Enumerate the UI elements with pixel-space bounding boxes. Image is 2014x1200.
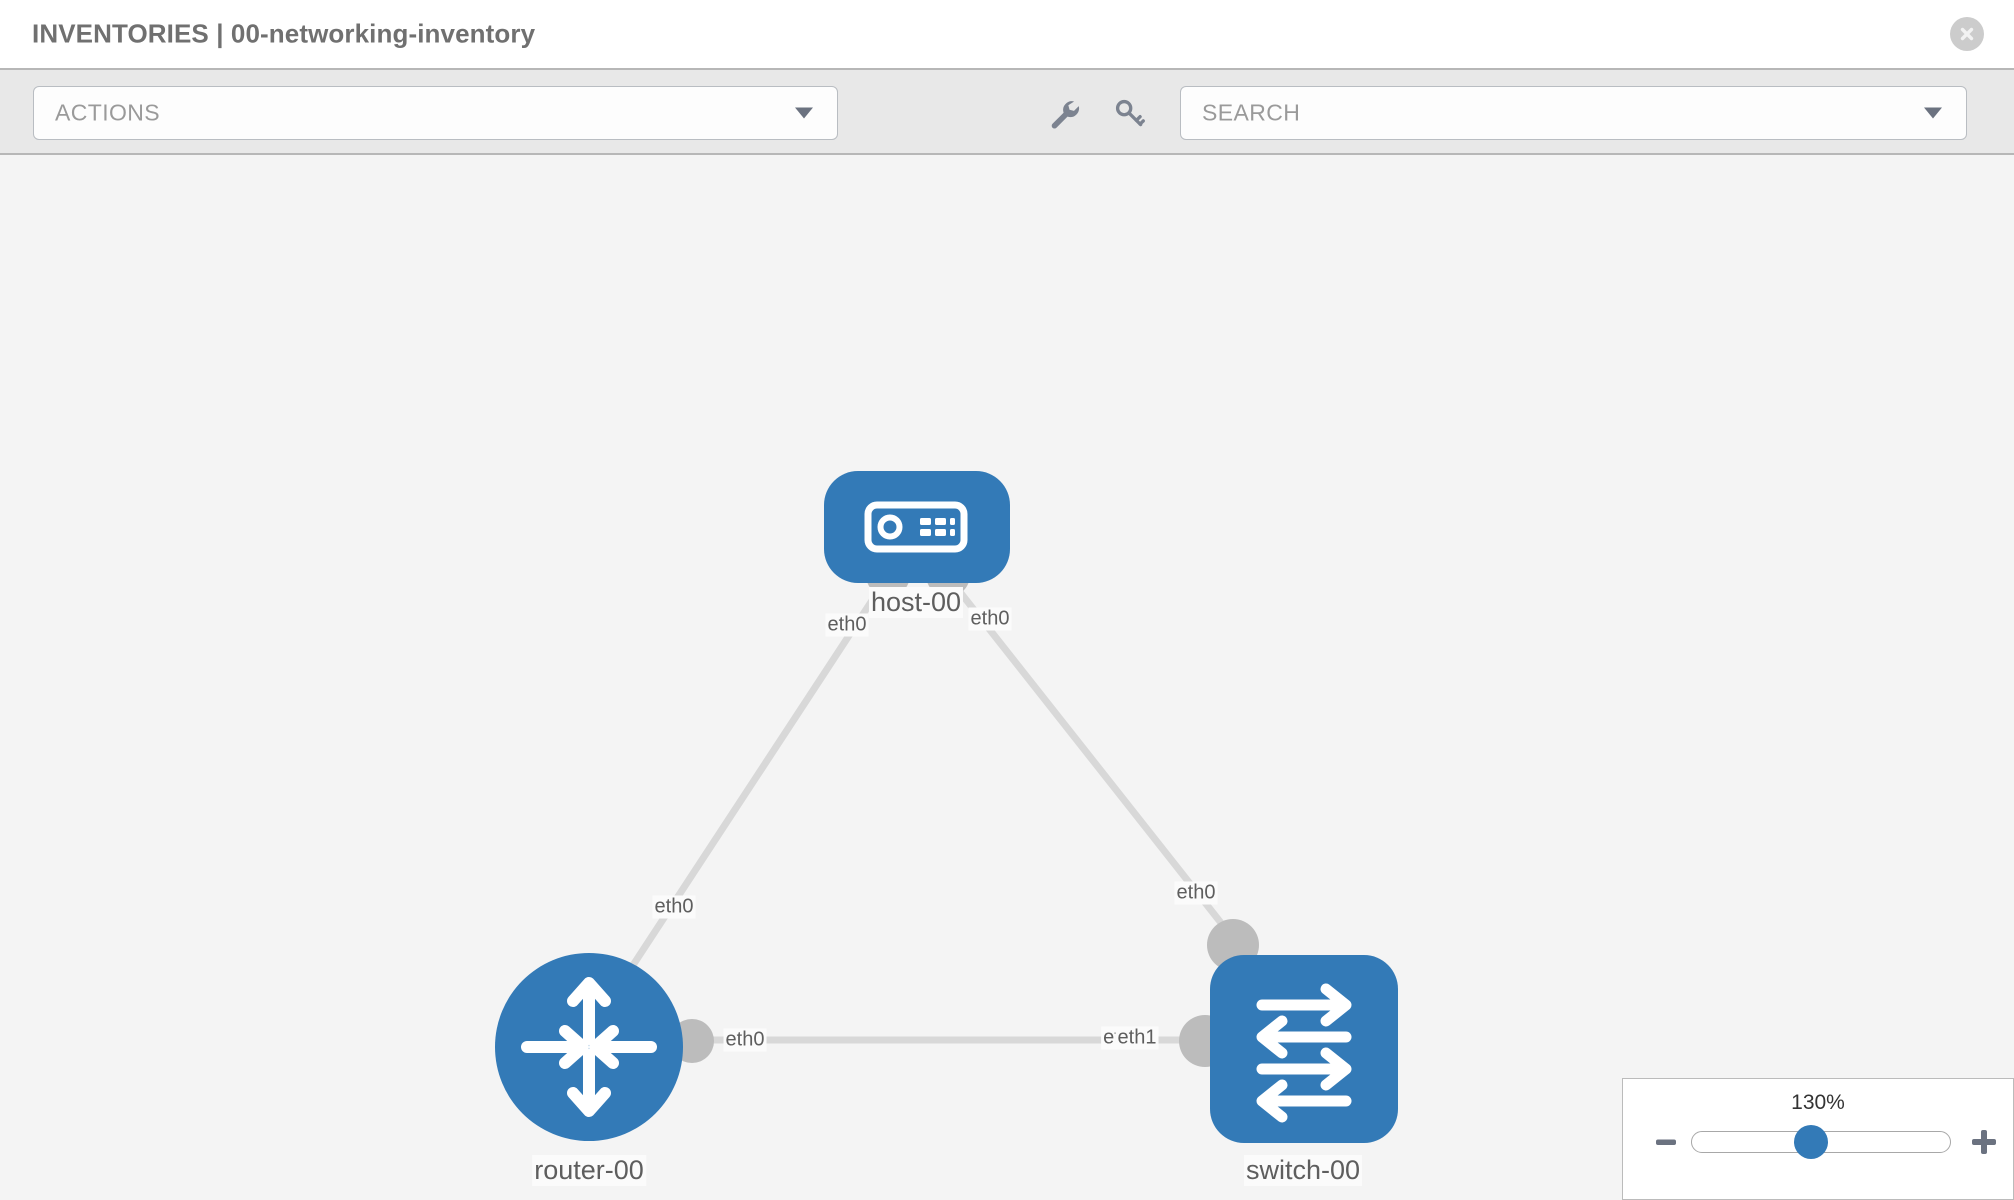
plus-icon[interactable] — [1969, 1127, 1999, 1157]
actions-dropdown-label: ACTIONS — [55, 99, 161, 126]
node-label-switch-00: switch-00 — [1243, 1155, 1363, 1187]
close-icon[interactable] — [1950, 17, 1984, 51]
chevron-down-icon — [795, 107, 813, 119]
key-icon[interactable] — [1110, 94, 1150, 134]
search-input[interactable]: SEARCH — [1180, 86, 1967, 140]
zoom-slider-thumb[interactable] — [1794, 1125, 1828, 1159]
edge-label: eth1 — [1115, 1026, 1159, 1050]
edge-label: eth0 — [652, 895, 696, 919]
node-host-00 — [824, 471, 1010, 583]
edge-host-switch — [942, 570, 1273, 988]
actions-dropdown[interactable]: ACTIONS — [33, 86, 838, 140]
edge-label: eth0 — [968, 607, 1012, 631]
edge-label: eth0 — [825, 613, 869, 637]
edge-label: eth0 — [723, 1028, 767, 1052]
topology-graph — [495, 471, 1398, 1143]
node-label-host-00: host-00 — [868, 587, 964, 619]
node-switch-00 — [1210, 955, 1398, 1143]
zoom-level-value: 130% — [1791, 1091, 1845, 1114]
zoom-control-panel: 130% — [1622, 1078, 2014, 1200]
minus-icon[interactable] — [1651, 1127, 1681, 1157]
search-input-label: SEARCH — [1202, 99, 1301, 126]
node-router-00 — [495, 953, 683, 1141]
topology-edges — [617, 570, 1273, 1044]
chevron-down-icon — [1924, 107, 1942, 119]
toolbar: ACTIONS SEARCH — [0, 70, 2014, 155]
page-title: INVENTORIES | 00-networking-inventory — [32, 18, 536, 49]
wrench-icon[interactable] — [1044, 94, 1084, 134]
edge-label: eth0 — [1174, 881, 1218, 905]
node-label-router-00: router-00 — [532, 1155, 646, 1187]
page-header: INVENTORIES | 00-networking-inventory — [0, 0, 2014, 70]
topology-canvas[interactable]: host-00 router-00 switch-00 eth0 eth0 et… — [0, 155, 2014, 1200]
topology-ports — [670, 553, 1259, 1067]
